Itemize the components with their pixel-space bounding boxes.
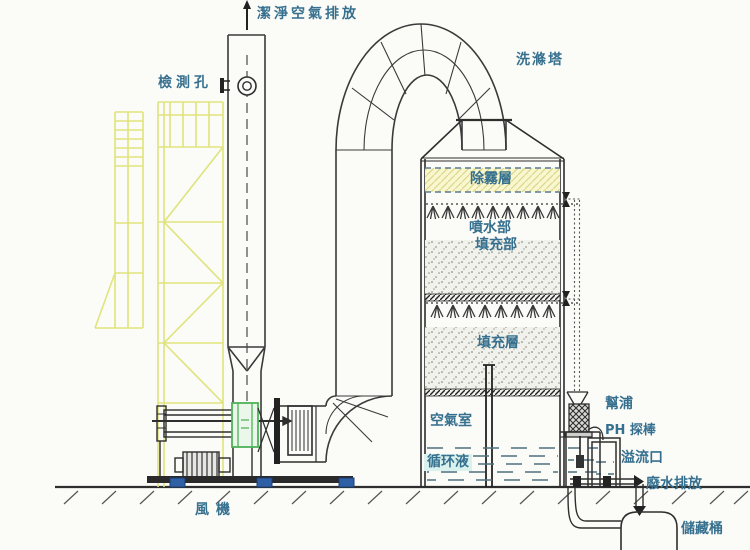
demister-layer (425, 167, 560, 193)
drain-arrow (633, 506, 646, 516)
tower-shell (420, 118, 565, 487)
packing-section-label: 填充部 (475, 237, 517, 253)
ph-probe-label: PH 探棒 (605, 423, 656, 438)
spray-section-label: 噴水部 (469, 220, 511, 236)
circulating-liquid-label: 循环液 (424, 454, 472, 471)
scrubber-tower-label: 洗滌塔 (516, 52, 564, 68)
scaffold (94, 101, 225, 487)
u-duct (335, 23, 507, 396)
clean-air-arrow (243, 0, 251, 30)
fan-label: 風機 (195, 502, 237, 518)
louver-connector (257, 398, 326, 464)
clean-air-label: 潔淨空氣排放 (257, 6, 359, 22)
drain-pipe (567, 484, 646, 529)
packing-layer-label: 填充層 (477, 335, 519, 351)
air-chamber-label: 空氣室 (430, 413, 472, 429)
inlet-elbow (325, 395, 393, 463)
ph-probe-symbol (576, 436, 584, 468)
storage-tank-symbol (620, 511, 678, 550)
wastewater-label: 廢水排放 (646, 476, 702, 492)
support-band-1 (424, 293, 561, 302)
spray-header-1 (426, 203, 580, 220)
inspection-port-label: 檢測孔 (158, 75, 212, 91)
storage-tank-label: 儲藏桶 (681, 521, 723, 537)
spray-header-2 (426, 302, 580, 319)
flex-connector (231, 402, 259, 448)
fan-motor (182, 451, 220, 478)
anchor-feet (169, 477, 355, 488)
packing-1 (425, 240, 560, 294)
valve-lower (562, 291, 570, 306)
overflow-label: 溢流口 (621, 450, 663, 466)
inspection-port-symbol (220, 76, 257, 96)
pump-label: 幫浦 (605, 396, 633, 412)
center-partition (483, 364, 495, 487)
riser-pipe (564, 198, 581, 392)
pump-tank (560, 431, 601, 487)
demister-label: 除霧層 (470, 171, 512, 187)
tower-cone (420, 119, 565, 160)
valve-upper (562, 192, 570, 207)
pump-symbol (564, 391, 593, 438)
